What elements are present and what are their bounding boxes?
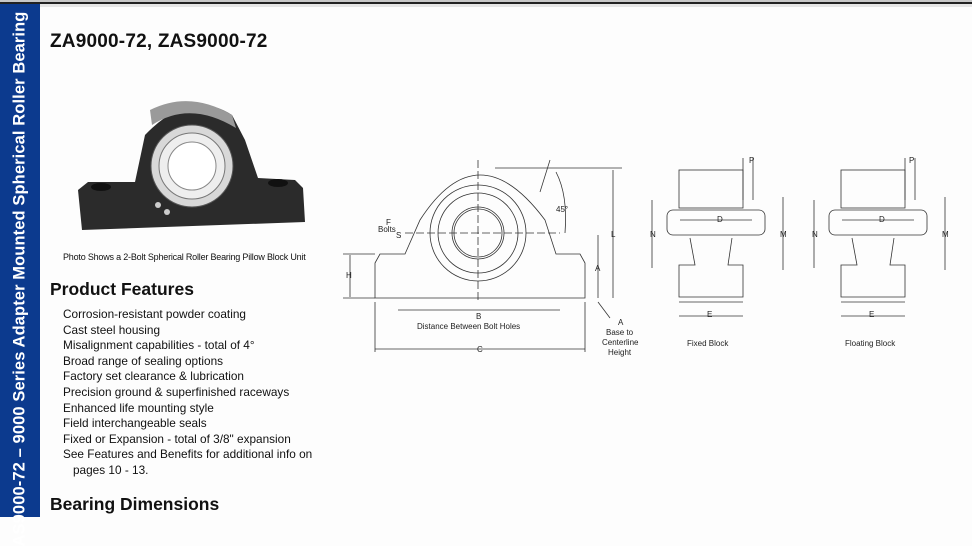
bearing-dimensions-heading: Bearing Dimensions xyxy=(50,494,220,514)
svg-text:Centerline: Centerline xyxy=(602,338,639,347)
svg-text:C: C xyxy=(477,345,483,354)
list-item: Fixed or Expansion - total of 3/8" expan… xyxy=(63,431,291,446)
list-item: Precision ground & superfinished raceway… xyxy=(63,384,290,399)
pillow-block-photo xyxy=(78,101,305,230)
svg-text:45°: 45° xyxy=(556,205,568,214)
svg-text:Distance Between Bolt Holes: Distance Between Bolt Holes xyxy=(417,322,520,331)
floating-block-drawing xyxy=(813,158,946,317)
list-item: See Features and Benefits for additional… xyxy=(63,447,313,462)
svg-text:D: D xyxy=(717,215,723,224)
floating-block-labels: P D N M E Floating Block xyxy=(812,156,949,348)
list-item-continued: pages 10 - 13. xyxy=(73,462,149,477)
svg-text:M: M xyxy=(942,230,949,239)
svg-text:E: E xyxy=(869,310,874,319)
svg-text:Fixed Block: Fixed Block xyxy=(687,339,729,348)
top-rule xyxy=(0,2,972,4)
fixed-block-drawing xyxy=(651,158,784,317)
section-sidebar: AS9000-72 – 9000 Series Adapter Mounted … xyxy=(0,4,40,546)
drawings: F Bolts S H B Distance Between Bolt Hole… xyxy=(78,101,949,357)
list-item: Broad range of sealing options xyxy=(63,353,224,368)
list-item: Cast steel housing xyxy=(63,322,161,337)
svg-text:S: S xyxy=(396,231,401,240)
svg-text:E: E xyxy=(707,310,712,319)
svg-text:B: B xyxy=(476,312,481,321)
top-border xyxy=(0,0,972,2)
photo-caption: Photo Shows a 2-Bolt Spherical Roller Be… xyxy=(63,252,306,262)
svg-text:A: A xyxy=(595,264,601,273)
svg-text:N: N xyxy=(650,230,656,239)
svg-text:N: N xyxy=(812,230,818,239)
svg-text:P: P xyxy=(749,156,754,165)
list-item: Factory set clearance & lubrication xyxy=(63,369,244,384)
fixed-block-labels: P D N M E Fixed Block xyxy=(650,156,787,348)
svg-text:Height: Height xyxy=(608,348,632,357)
product-features-list: Corrosion-resistant powder coating Cast … xyxy=(63,307,312,479)
front-view-drawing xyxy=(343,159,622,352)
list-item: Field interchangeable seals xyxy=(63,416,207,431)
svg-text:P: P xyxy=(909,156,914,165)
svg-text:F: F xyxy=(386,218,391,227)
svg-text:L: L xyxy=(611,230,616,239)
product-features-heading: Product Features xyxy=(50,279,194,299)
svg-text:Bolts: Bolts xyxy=(378,225,396,234)
page-title: ZA9000-72, ZAS9000-72 xyxy=(50,31,268,52)
list-item: Enhanced life mounting style xyxy=(63,400,214,415)
svg-text:Floating Block: Floating Block xyxy=(845,339,896,348)
svg-text:Base to: Base to xyxy=(606,328,634,337)
svg-text:A: A xyxy=(618,318,624,327)
list-item: Misalignment capabilities - total of 4° xyxy=(63,338,255,353)
list-item: Corrosion-resistant powder coating xyxy=(63,307,246,321)
front-view-labels: F Bolts S H B Distance Between Bolt Hole… xyxy=(346,205,639,357)
svg-text:H: H xyxy=(346,271,352,280)
svg-text:D: D xyxy=(879,215,885,224)
top-shade xyxy=(0,4,972,7)
svg-text:M: M xyxy=(780,230,787,239)
